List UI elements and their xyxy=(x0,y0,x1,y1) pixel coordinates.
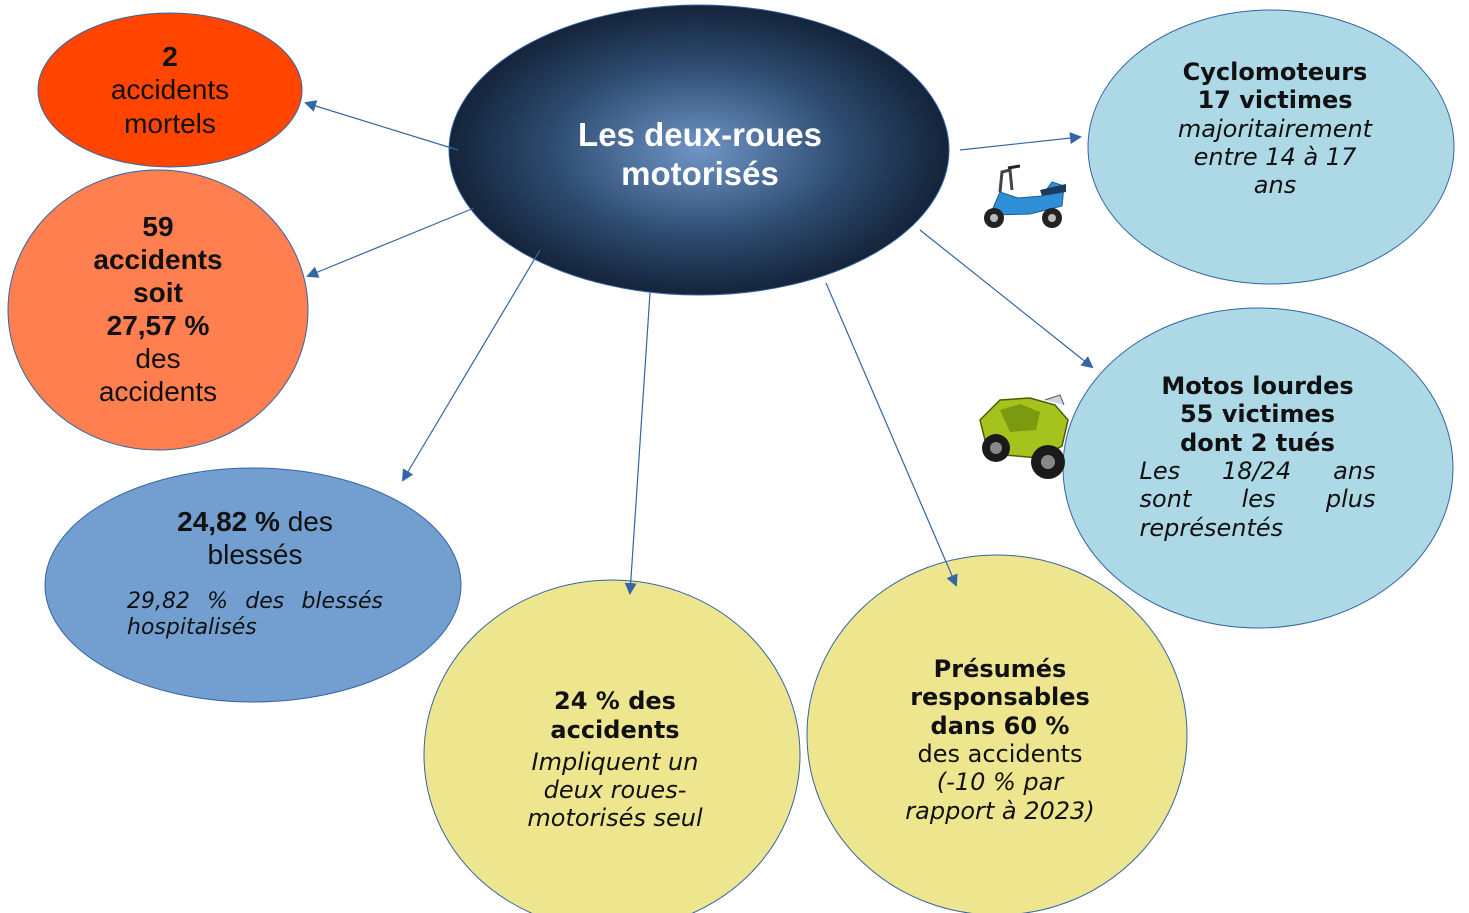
cyclo-note1: majoritairement xyxy=(1177,114,1373,143)
cyclo-note3: ans xyxy=(1253,171,1297,200)
center-title-line2: motorisés xyxy=(621,155,779,192)
accidents-59-percent: 27,57 % xyxy=(106,310,210,341)
node-cyclo: Cyclomoteurs 17 victimes majoritairement… xyxy=(1140,58,1410,238)
arrow-to-motos xyxy=(919,229,1094,369)
responsables-line1: Présumés xyxy=(933,655,1067,684)
accidents-59-line2: soit xyxy=(133,276,183,308)
node-motos: Motos lourdes 55 victimes dont 2 tués Le… xyxy=(1135,372,1380,592)
blesses-text2: blessés xyxy=(207,539,303,571)
mortels-number: 2 xyxy=(162,41,178,73)
motos-killed: dont 2 tués xyxy=(1180,428,1335,457)
node-seul-shape xyxy=(423,579,801,913)
seul-line1: 24 % des xyxy=(554,687,676,716)
node-mortels-shape xyxy=(37,12,303,168)
motos-victims: 55 victimes xyxy=(1179,400,1336,429)
motos-note: Les 18/24 ans sont les plus représentés xyxy=(1139,456,1376,542)
mortels-line1: accidents xyxy=(110,74,230,106)
node-responsables-shape xyxy=(806,554,1188,913)
node-accidents-59: 59 accidents soit 27,57 % des accidents xyxy=(40,198,276,420)
node-center: Les deux-roues motorisés xyxy=(530,105,870,205)
center-title-line1: Les deux-roues xyxy=(578,116,822,154)
arrow-to-seul xyxy=(624,292,651,595)
node-accidents-59-shape xyxy=(7,169,309,451)
node-blesses-shape xyxy=(44,467,462,703)
scooter-icon xyxy=(976,164,1072,228)
node-seul: 24 % des accidents Impliquent un deux ro… xyxy=(490,670,740,850)
responsables-note1: (-10 % par xyxy=(936,768,1064,797)
motos-title: Motos lourdes xyxy=(1161,372,1354,400)
arrow-to-responsables xyxy=(825,282,958,587)
accidents-59-line3: des xyxy=(135,343,181,375)
node-center-shape xyxy=(448,4,950,296)
responsables-note2: rapport à 2023) xyxy=(905,796,1095,825)
arrow-to-accidents-59 xyxy=(306,207,475,278)
accidents-59-line4: accidents xyxy=(98,376,218,408)
blesses-note: 29,82 % des blessés hospitalisés xyxy=(127,589,383,641)
seul-note3: motorisés seul xyxy=(527,804,703,833)
responsables-line3: dans 60 % xyxy=(930,711,1070,740)
arrow-to-blesses xyxy=(401,249,541,482)
arrow-to-mortels xyxy=(304,100,459,151)
motorcycle-icon xyxy=(979,394,1069,479)
blesses-text1: des xyxy=(287,506,333,537)
mortels-line2: mortels xyxy=(124,107,216,139)
cyclo-note2: entre 14 à 17 xyxy=(1193,142,1357,171)
responsables-line4: des accidents xyxy=(917,740,1083,768)
cyclo-title: Cyclomoteurs xyxy=(1182,58,1368,86)
arrow-to-cyclo xyxy=(959,132,1082,151)
node-responsables: Présumés responsables dans 60 % des acci… xyxy=(870,630,1130,850)
seul-note2: deux roues- xyxy=(543,776,687,805)
seul-note1: Impliquent un xyxy=(531,747,699,776)
responsables-line2: responsables xyxy=(910,683,1090,712)
node-mortels: 2 accidents mortels xyxy=(60,35,280,145)
accidents-59-line1: accidents xyxy=(93,243,223,275)
node-cyclo-shape xyxy=(1087,9,1455,285)
blesses-percent: 24,82 % xyxy=(177,506,280,537)
node-blesses: 24,82 % des blessés 29,82 % des blessés … xyxy=(110,505,400,655)
connectors xyxy=(304,100,1094,595)
accidents-59-number: 59 xyxy=(142,210,174,242)
seul-line2: accidents xyxy=(550,715,680,744)
cyclo-victims: 17 victimes xyxy=(1197,86,1353,115)
